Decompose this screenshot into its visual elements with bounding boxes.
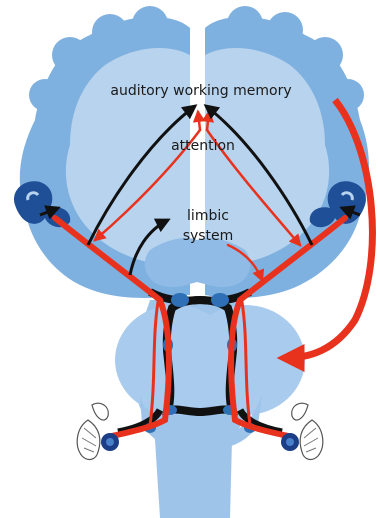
label-attention: attention (171, 138, 235, 154)
label-system: system (183, 228, 234, 244)
right-ear-icon (281, 403, 323, 459)
label-limbic: limbic (187, 208, 229, 224)
label-auditory-working-memory: auditory working memory (110, 83, 291, 99)
left-ear-icon (77, 403, 119, 459)
